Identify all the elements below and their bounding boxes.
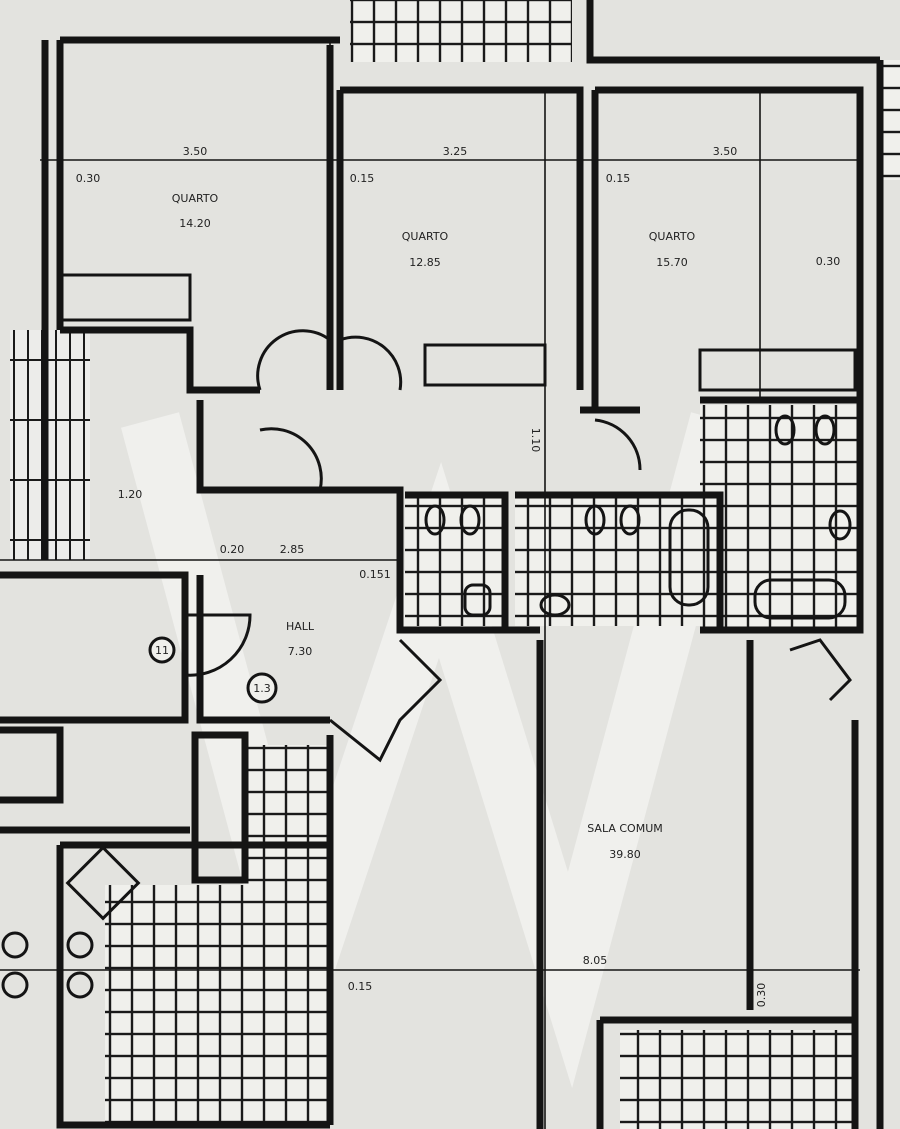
bathroom-1-tiles: [405, 498, 505, 626]
marker-circle-13: [246, 672, 278, 704]
door-swing-bedrooms: [256, 329, 403, 391]
marker-label-11: 11: [155, 644, 169, 657]
dim-350-left: 3.50: [183, 145, 208, 158]
room-area-bedroom-2: 12.85: [409, 256, 441, 269]
dim-0151: 0.151: [359, 568, 391, 581]
dim-030-bottom: 0.30: [755, 983, 768, 1008]
entrance-door: [329, 638, 443, 763]
door-swing-bath: [594, 418, 642, 471]
room-area-bedroom-1: 14.20: [179, 217, 211, 230]
balcony-top-tiles: [350, 0, 572, 62]
bathroom-3-tiles: [700, 405, 860, 630]
room-label-living: SALA COMUM: [587, 822, 663, 835]
room-area-bedroom-3: 15.70: [656, 256, 688, 269]
room-area-living: 39.80: [609, 848, 641, 861]
dim-350-right: 3.50: [713, 145, 738, 158]
wall-left-storage: [0, 726, 190, 834]
sink-icon: [65, 845, 141, 921]
dim-020: 0.20: [220, 543, 245, 556]
fixtures: [424, 414, 852, 620]
dimension-lines: [0, 40, 860, 1129]
room-label-bedroom-1: QUARTO: [172, 192, 219, 205]
dim-030-left: 0.30: [76, 172, 101, 185]
room-label-bedroom-3: QUARTO: [649, 230, 696, 243]
wall-bathrooms: [405, 396, 864, 634]
wall-top-right: [586, 0, 880, 64]
marker-circle-11: [148, 636, 176, 664]
wall-kitchen: [56, 735, 334, 1129]
wall-hall-top: [60, 326, 260, 394]
stove-burners: [1, 931, 94, 999]
dim-015-a: 0.15: [350, 172, 375, 185]
dim-030-right: 0.30: [816, 255, 841, 268]
wall-bedroom-1: [41, 36, 340, 560]
right-edge-tiles: [880, 60, 900, 180]
wall-closet: [0, 571, 330, 724]
laundry-tiles: [245, 745, 330, 885]
dim-015-b: 0.15: [606, 172, 631, 185]
door-swing-living: [789, 638, 852, 702]
door-swing-closet: [184, 613, 252, 677]
wall-laundry: [191, 731, 249, 884]
staircase: [10, 330, 90, 560]
dim-120: 1.20: [118, 488, 143, 501]
dim-015-c: 0.15: [348, 980, 373, 993]
dim-805: 8.05: [583, 954, 608, 967]
balcony-bottom-tiles: [620, 1030, 855, 1129]
door-swing-hall: [259, 427, 323, 491]
room-area-hall: 7.30: [288, 645, 313, 658]
kitchen-tiles: [105, 885, 330, 1125]
marker-label-13: 1.3: [253, 682, 271, 695]
wall-hall: [196, 400, 640, 634]
closet-bedroom-1: [58, 273, 192, 322]
dim-285: 2.85: [280, 543, 305, 556]
dim-325: 3.25: [443, 145, 468, 158]
room-label-hall: HALL: [286, 620, 315, 633]
dim-110: 1.10: [529, 428, 542, 453]
room-label-bedroom-2: QUARTO: [402, 230, 449, 243]
wall-living: [536, 640, 859, 1129]
wall-bedroom-3: [591, 86, 864, 410]
closet-bedroom-3: [698, 348, 857, 392]
